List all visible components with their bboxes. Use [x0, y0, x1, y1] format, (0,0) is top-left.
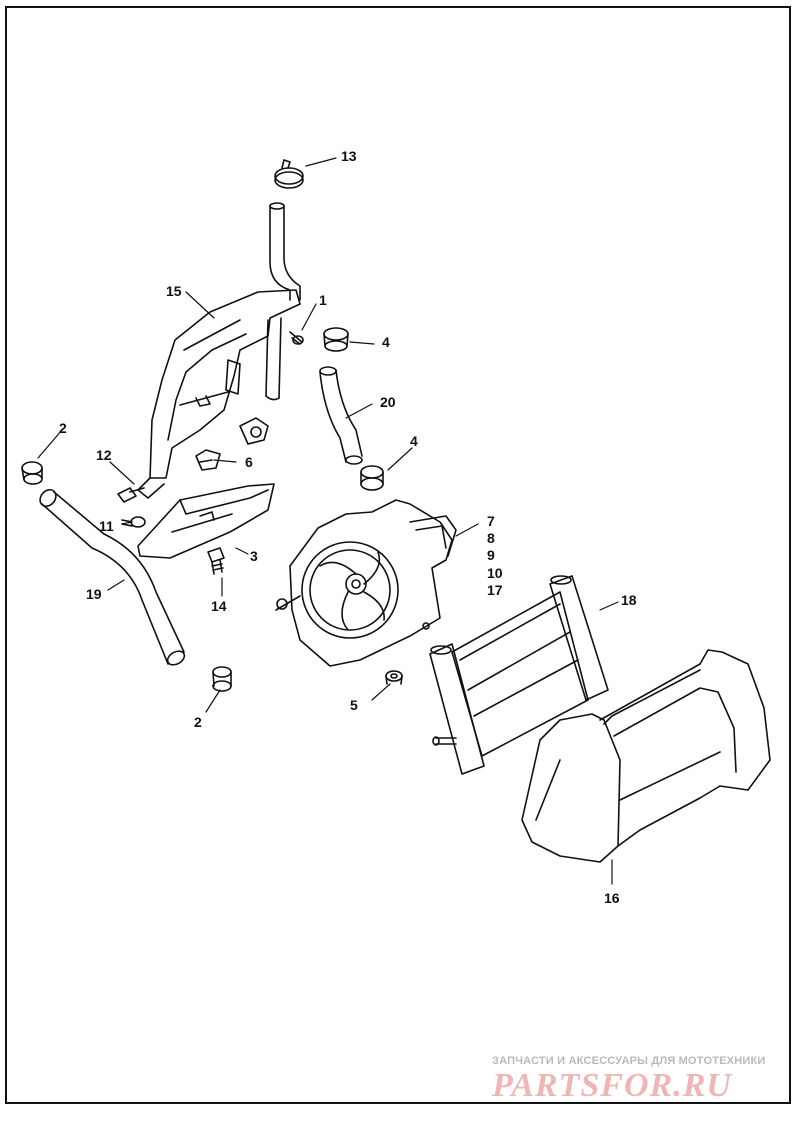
callout-2-upper: 2 [59, 420, 67, 436]
callout-4-upper: 4 [382, 334, 390, 350]
callout-9: 9 [487, 547, 495, 563]
part-14-bolt [207, 547, 225, 575]
callout-15: 15 [166, 283, 182, 299]
part-16-radiator-shroud [521, 649, 771, 863]
part-11-screw [121, 516, 146, 528]
part-2-lower-cap [212, 666, 232, 692]
callout-6: 6 [245, 454, 253, 470]
part-1-bolt [289, 331, 304, 345]
part-4-lower-clamp [360, 465, 384, 491]
part-4-upper-clamp [323, 327, 349, 352]
part-18-radiator [429, 575, 609, 775]
upper-coolant-tube [265, 202, 301, 401]
callout-18: 18 [621, 592, 637, 608]
callout-1: 1 [319, 292, 327, 308]
callout-16: 16 [604, 890, 620, 906]
part-15-mounting-bracket [137, 289, 301, 499]
callout-2-lower: 2 [194, 714, 202, 730]
part-2-upper-cap [21, 461, 43, 485]
diagram-frame [5, 6, 791, 1104]
callout-19: 19 [86, 586, 102, 602]
callout-3: 3 [250, 548, 258, 564]
callout-10: 10 [487, 565, 503, 581]
part-19-long-hose [39, 488, 186, 666]
part-12-screw [117, 487, 145, 503]
callout-5: 5 [350, 697, 358, 713]
callout-17: 17 [487, 582, 503, 598]
part-20-coolant-hose [319, 366, 363, 465]
callout-12: 12 [96, 447, 112, 463]
callout-14: 14 [211, 598, 227, 614]
part-6-clip [195, 449, 221, 471]
callout-7: 7 [487, 513, 495, 529]
callout-8: 8 [487, 530, 495, 546]
callout-11: 11 [99, 518, 114, 534]
callout-20: 20 [380, 394, 396, 410]
watermark-tagline: ЗАПЧАСТИ И АКСЕССУАРЫ ДЛЯ МОТОТЕХНИКИ [492, 1055, 766, 1067]
leader-lines [37, 157, 619, 885]
part-3-cover [137, 483, 275, 559]
part-7-fan-assembly [275, 499, 457, 667]
part-5-grommet [385, 670, 403, 685]
part-13-hose-clamp [274, 159, 304, 189]
callout-4-lower: 4 [410, 433, 418, 449]
watermark-logo: PARTSFOR.RU [492, 1067, 732, 1104]
callout-13: 13 [341, 148, 357, 164]
